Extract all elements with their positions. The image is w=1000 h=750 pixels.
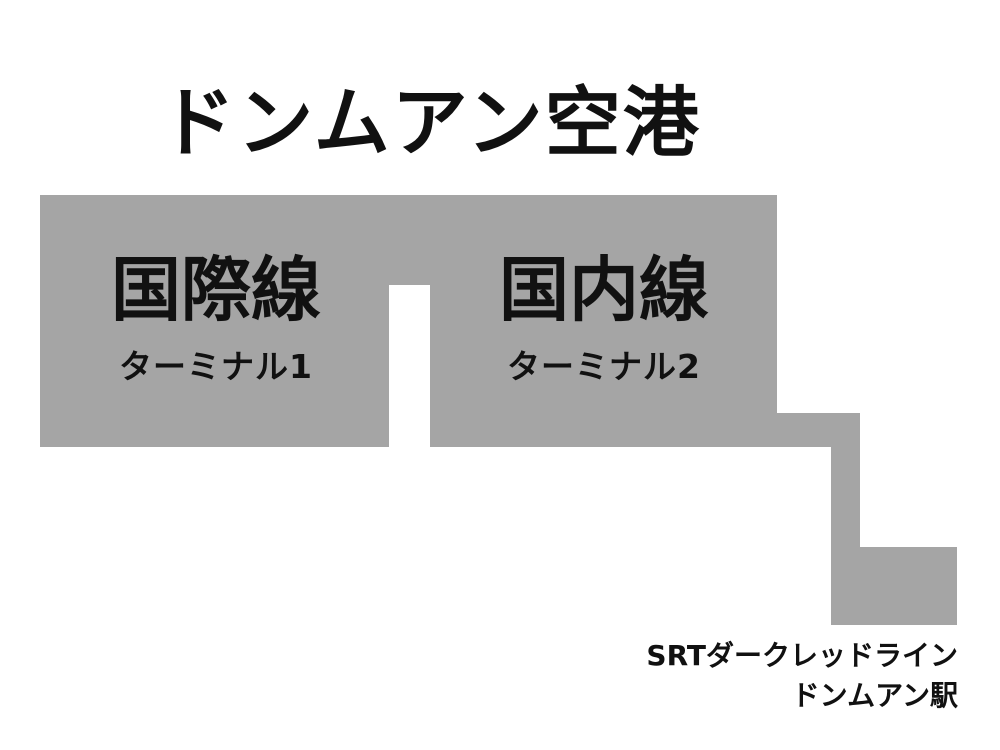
terminal-2-label: ターミナル2	[507, 347, 701, 386]
terminal-building-shape	[40, 195, 957, 625]
map-title: ドンムアン空港	[159, 78, 701, 167]
station-line-name: SRTダークレッドライン	[646, 639, 958, 672]
terminal-1-label: ターミナル1	[119, 347, 313, 386]
station-name: ドンムアン駅	[791, 679, 958, 712]
terminal-2-name: 国内線	[499, 249, 709, 331]
terminal-1-name: 国際線	[111, 249, 321, 331]
